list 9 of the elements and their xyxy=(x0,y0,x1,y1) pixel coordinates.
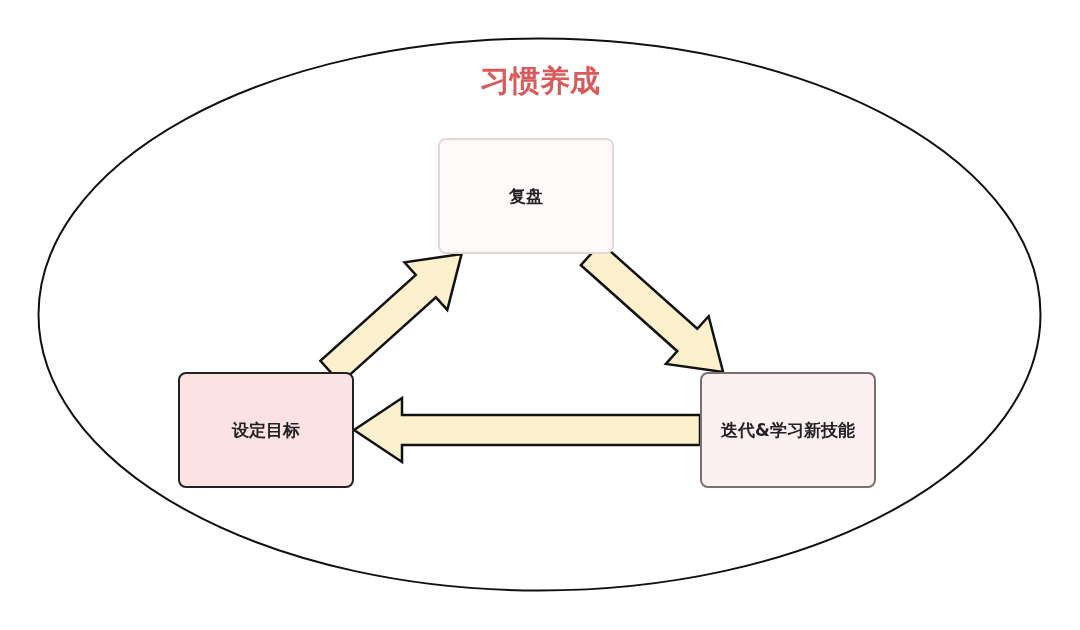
box-label: 复盘 xyxy=(509,184,543,208)
box-label: 迭代&学习新技能 xyxy=(721,418,855,442)
process-box xyxy=(438,138,614,254)
block-arrow xyxy=(351,395,702,465)
process-box xyxy=(178,372,354,488)
process-box xyxy=(700,372,876,488)
ellipse-boundary xyxy=(37,37,1042,592)
ellipse-label: 习惯养成 xyxy=(478,62,601,100)
box-label: 设定目标 xyxy=(232,418,300,442)
